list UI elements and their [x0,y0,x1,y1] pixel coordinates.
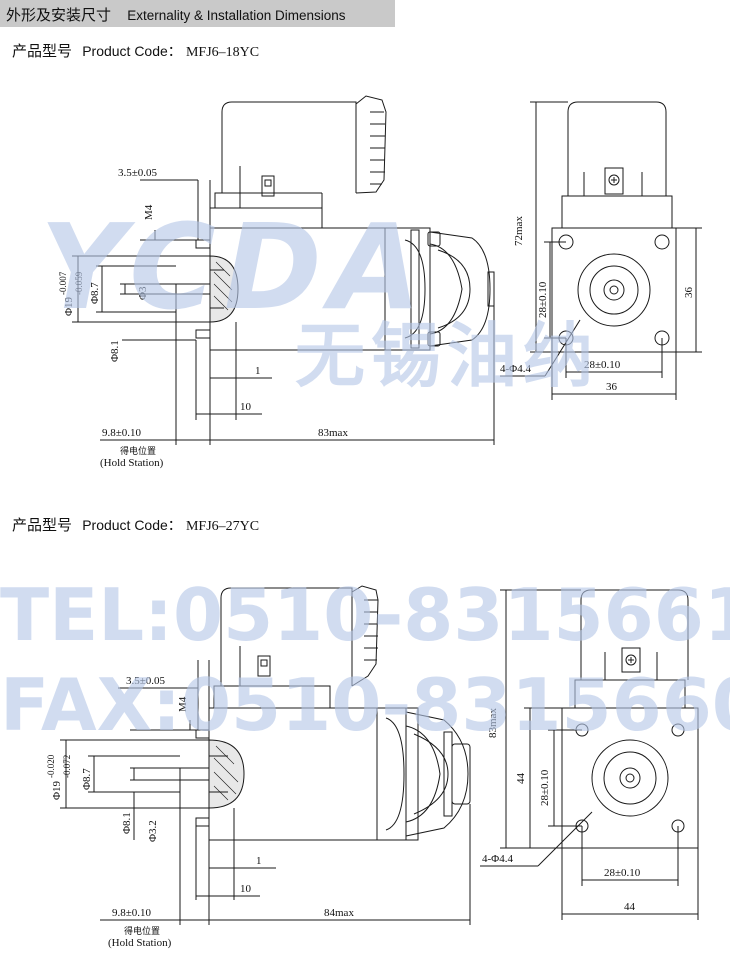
watermark-fax: FAX:0510-83156601 [0,663,730,747]
dim-2-phi3_2: Φ3.2 [147,820,159,842]
dim-1-28v: 28±0.10 [537,281,549,318]
product-code-1: 产品型号 Product Code： MFJ6–18YC [12,40,259,61]
hold-station-cn-1: 得电位置 [120,445,156,457]
dim-2-length: 84max [324,907,354,919]
dim-2-phi8_7: Φ8.7 [81,768,93,790]
drawing1-side-view [72,95,495,445]
dim-1-28h: 28±0.10 [584,359,621,371]
product-label-cn: 产品型号 [12,516,73,534]
product-code-value: MFJ6–18YC [185,45,260,60]
dim-1-36v: 36 [683,287,695,299]
dim-2-ten: 10 [240,883,252,895]
hold-station-cn-2: 得电位置 [124,925,160,937]
hold-station-en-2: (Hold Station) [108,937,172,949]
product-label-en: Product Code： [82,43,182,59]
dim-2-44h: 44 [624,901,636,913]
dim-2-3_5: 3.5±0.05 [126,675,166,687]
dim-1-9_8: 9.8±0.10 [102,427,142,439]
dim-2-one: 1 [256,855,262,867]
dim-2-phi19: Φ19 [51,780,63,800]
hold-station-en-1: (Hold Station) [100,457,164,469]
dim-2-44v: 44 [515,773,527,785]
product-label-en: Product Code： [82,517,182,533]
dim-2-28h: 28±0.10 [604,867,641,879]
product-code-2: 产品型号 Product Code： MFJ6–27YC [12,514,259,535]
dim-1-ten: 10 [240,401,252,413]
dim-2-height: 83max [487,708,499,738]
dim-1-36h: 36 [606,381,618,393]
dim-1-m4: M4 [143,204,155,220]
product-label-cn: 产品型号 [12,42,73,60]
title-en: Externality & Installation Dimensions [127,8,346,23]
dim-1-phi19: Φ19 [63,296,75,316]
section-header: 外形及安装尺寸 Externality & Installation Dimen… [0,0,395,27]
watermark-logo: YCDA [40,198,429,336]
product-code-value: MFJ6–27YC [185,519,260,534]
dim-2-phi8_1: Φ8.1 [121,812,133,834]
watermark-company: 无锡油纳 [295,315,599,397]
dim-1-phi3: Φ3 [137,286,149,300]
drawing2-front-view [480,589,699,920]
watermark-tel: TEL:0510-83156613 [0,573,730,657]
dim-1-length: 83max [318,427,348,439]
dim-2-phi19-tol-hi: -0.020 [46,754,56,778]
dim-1-holes: 4-Φ4.4 [500,363,531,375]
drawing2-side-view [60,585,471,925]
title-cn: 外形及安装尺寸 [6,6,112,24]
dim-1-one: 1 [255,365,261,377]
dim-2-9_8: 9.8±0.10 [112,907,152,919]
dim-1-phi19-tol-lo: -0.059 [74,271,84,295]
section-title: 外形及安装尺寸 Externality & Installation Dimen… [6,4,346,25]
dim-1-phi19-tol-hi: -0.007 [58,271,68,295]
dim-1-phi8_1: Φ8.1 [109,340,121,362]
dim-2-28v: 28±0.10 [539,769,551,806]
dim-2-holes: 4-Φ4.4 [482,853,513,865]
drawing1-front-view [500,101,702,400]
dim-1-height: 72max [513,216,525,246]
dim-2-phi19-tol-lo: -0.072 [62,755,72,778]
dim-1-phi8_7: Φ8.7 [89,282,101,304]
dim-1-3_5: 3.5±0.05 [118,167,158,179]
dim-2-m4: M4 [177,696,189,712]
